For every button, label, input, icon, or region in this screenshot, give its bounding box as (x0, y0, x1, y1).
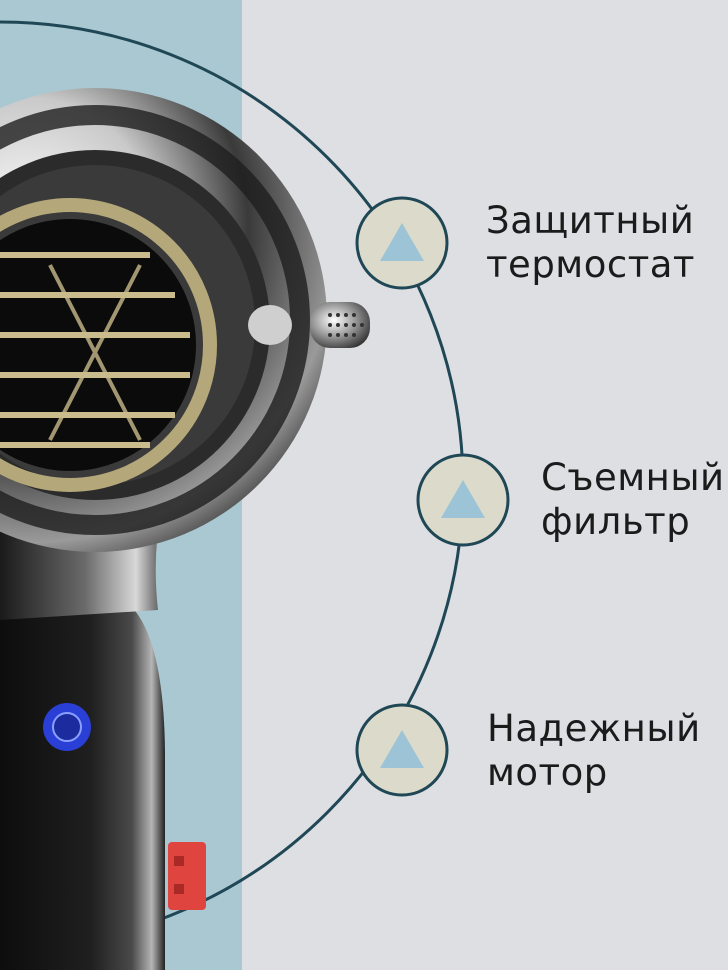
feature-label-thermostat: Защитный термостат (486, 199, 695, 287)
feature-line: Защитный (486, 199, 695, 242)
feature-line: Надежный (487, 707, 701, 750)
feature-line: фильтр (541, 500, 691, 543)
triangle-up-icon (380, 223, 424, 261)
feature-line: термостат (486, 243, 695, 286)
feature-line: мотор (487, 751, 608, 794)
feature-line: Съемный (541, 456, 725, 499)
feature-badge-2 (416, 453, 510, 547)
feature-badge-1 (355, 196, 449, 290)
feature-badge-3 (355, 703, 449, 797)
feature-label-motor: Надежный мотор (487, 707, 701, 795)
triangle-up-icon (441, 480, 485, 518)
hair-dryer-image (0, 88, 370, 970)
power-switch (168, 842, 206, 910)
triangle-up-icon (380, 730, 424, 768)
feature-label-filter: Съемный фильтр (541, 456, 725, 544)
